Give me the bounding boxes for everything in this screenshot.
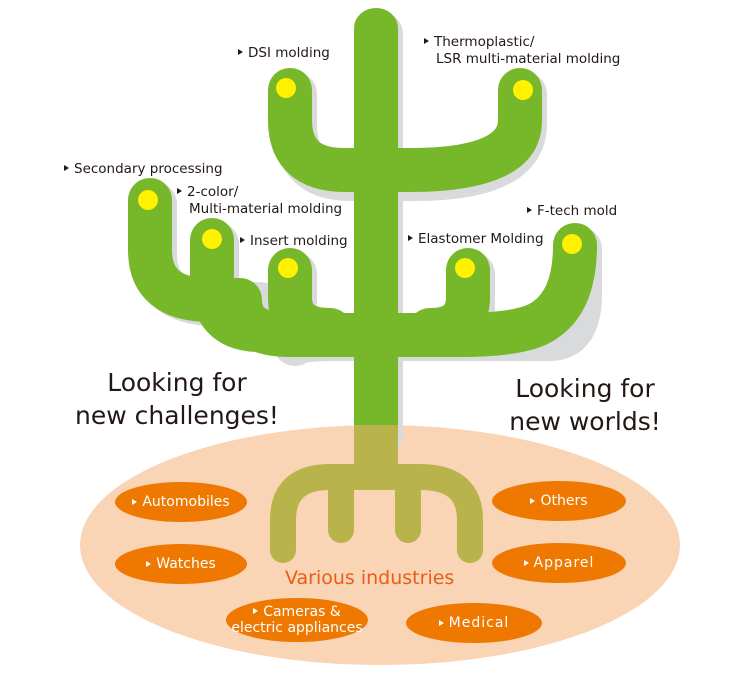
branch-label-secondary[interactable]: Secondary processing xyxy=(64,161,223,178)
branch-label-insert[interactable]: Insert molding xyxy=(240,233,348,250)
bud-insert xyxy=(278,258,298,278)
bud-ftech xyxy=(562,234,582,254)
bud-dsi xyxy=(276,78,296,98)
trunk-top xyxy=(354,8,398,48)
triangle-bullet-icon xyxy=(438,620,444,626)
industry-others[interactable]: Others xyxy=(492,481,626,521)
triangle-bullet-icon xyxy=(530,498,536,504)
buds xyxy=(138,78,582,278)
bud-thermoplastic xyxy=(513,80,533,100)
triangle-bullet-icon xyxy=(523,560,529,566)
bud-secondary xyxy=(138,190,158,210)
various-industries-title: Various industries xyxy=(285,567,455,589)
industry-watches[interactable]: Watches xyxy=(115,544,247,584)
branch-label-elastomer[interactable]: Elastomer Molding xyxy=(408,231,544,248)
upper-branch xyxy=(268,68,542,192)
industry-cameras[interactable]: Cameras &electric appliances xyxy=(226,598,368,642)
triangle-bullet-icon xyxy=(177,188,182,194)
branch-elastomer xyxy=(408,248,490,352)
triangle-bullet-icon xyxy=(132,499,138,505)
branch-insert xyxy=(268,248,352,352)
triangle-bullet-icon xyxy=(424,38,429,44)
triangle-bullet-icon xyxy=(240,237,245,243)
triangle-bullet-icon xyxy=(146,561,152,567)
branch-label-thermoplastic[interactable]: Thermoplastic/LSR multi-material molding xyxy=(424,34,620,68)
industry-automobiles[interactable]: Automobiles xyxy=(115,482,247,522)
bud-elastomer xyxy=(455,258,475,278)
triangle-bullet-icon xyxy=(238,49,243,55)
triangle-bullet-icon xyxy=(253,608,259,614)
branch-label-ftech[interactable]: F-tech mold xyxy=(527,203,617,220)
triangle-bullet-icon xyxy=(527,207,532,213)
industry-apparel[interactable]: Apparel xyxy=(492,543,626,583)
root-outer xyxy=(270,464,483,563)
tree-branches xyxy=(128,30,597,430)
roots xyxy=(270,425,483,563)
triangle-bullet-icon xyxy=(64,165,69,171)
branch-label-two-color[interactable]: 2-color/Multi-material molding xyxy=(177,184,342,218)
industry-medical[interactable]: Medical xyxy=(406,603,542,643)
triangle-bullet-icon xyxy=(408,235,413,241)
branch-label-dsi[interactable]: DSI molding xyxy=(238,45,330,62)
branch-two-color xyxy=(190,218,282,352)
bud-two-color xyxy=(202,229,222,249)
